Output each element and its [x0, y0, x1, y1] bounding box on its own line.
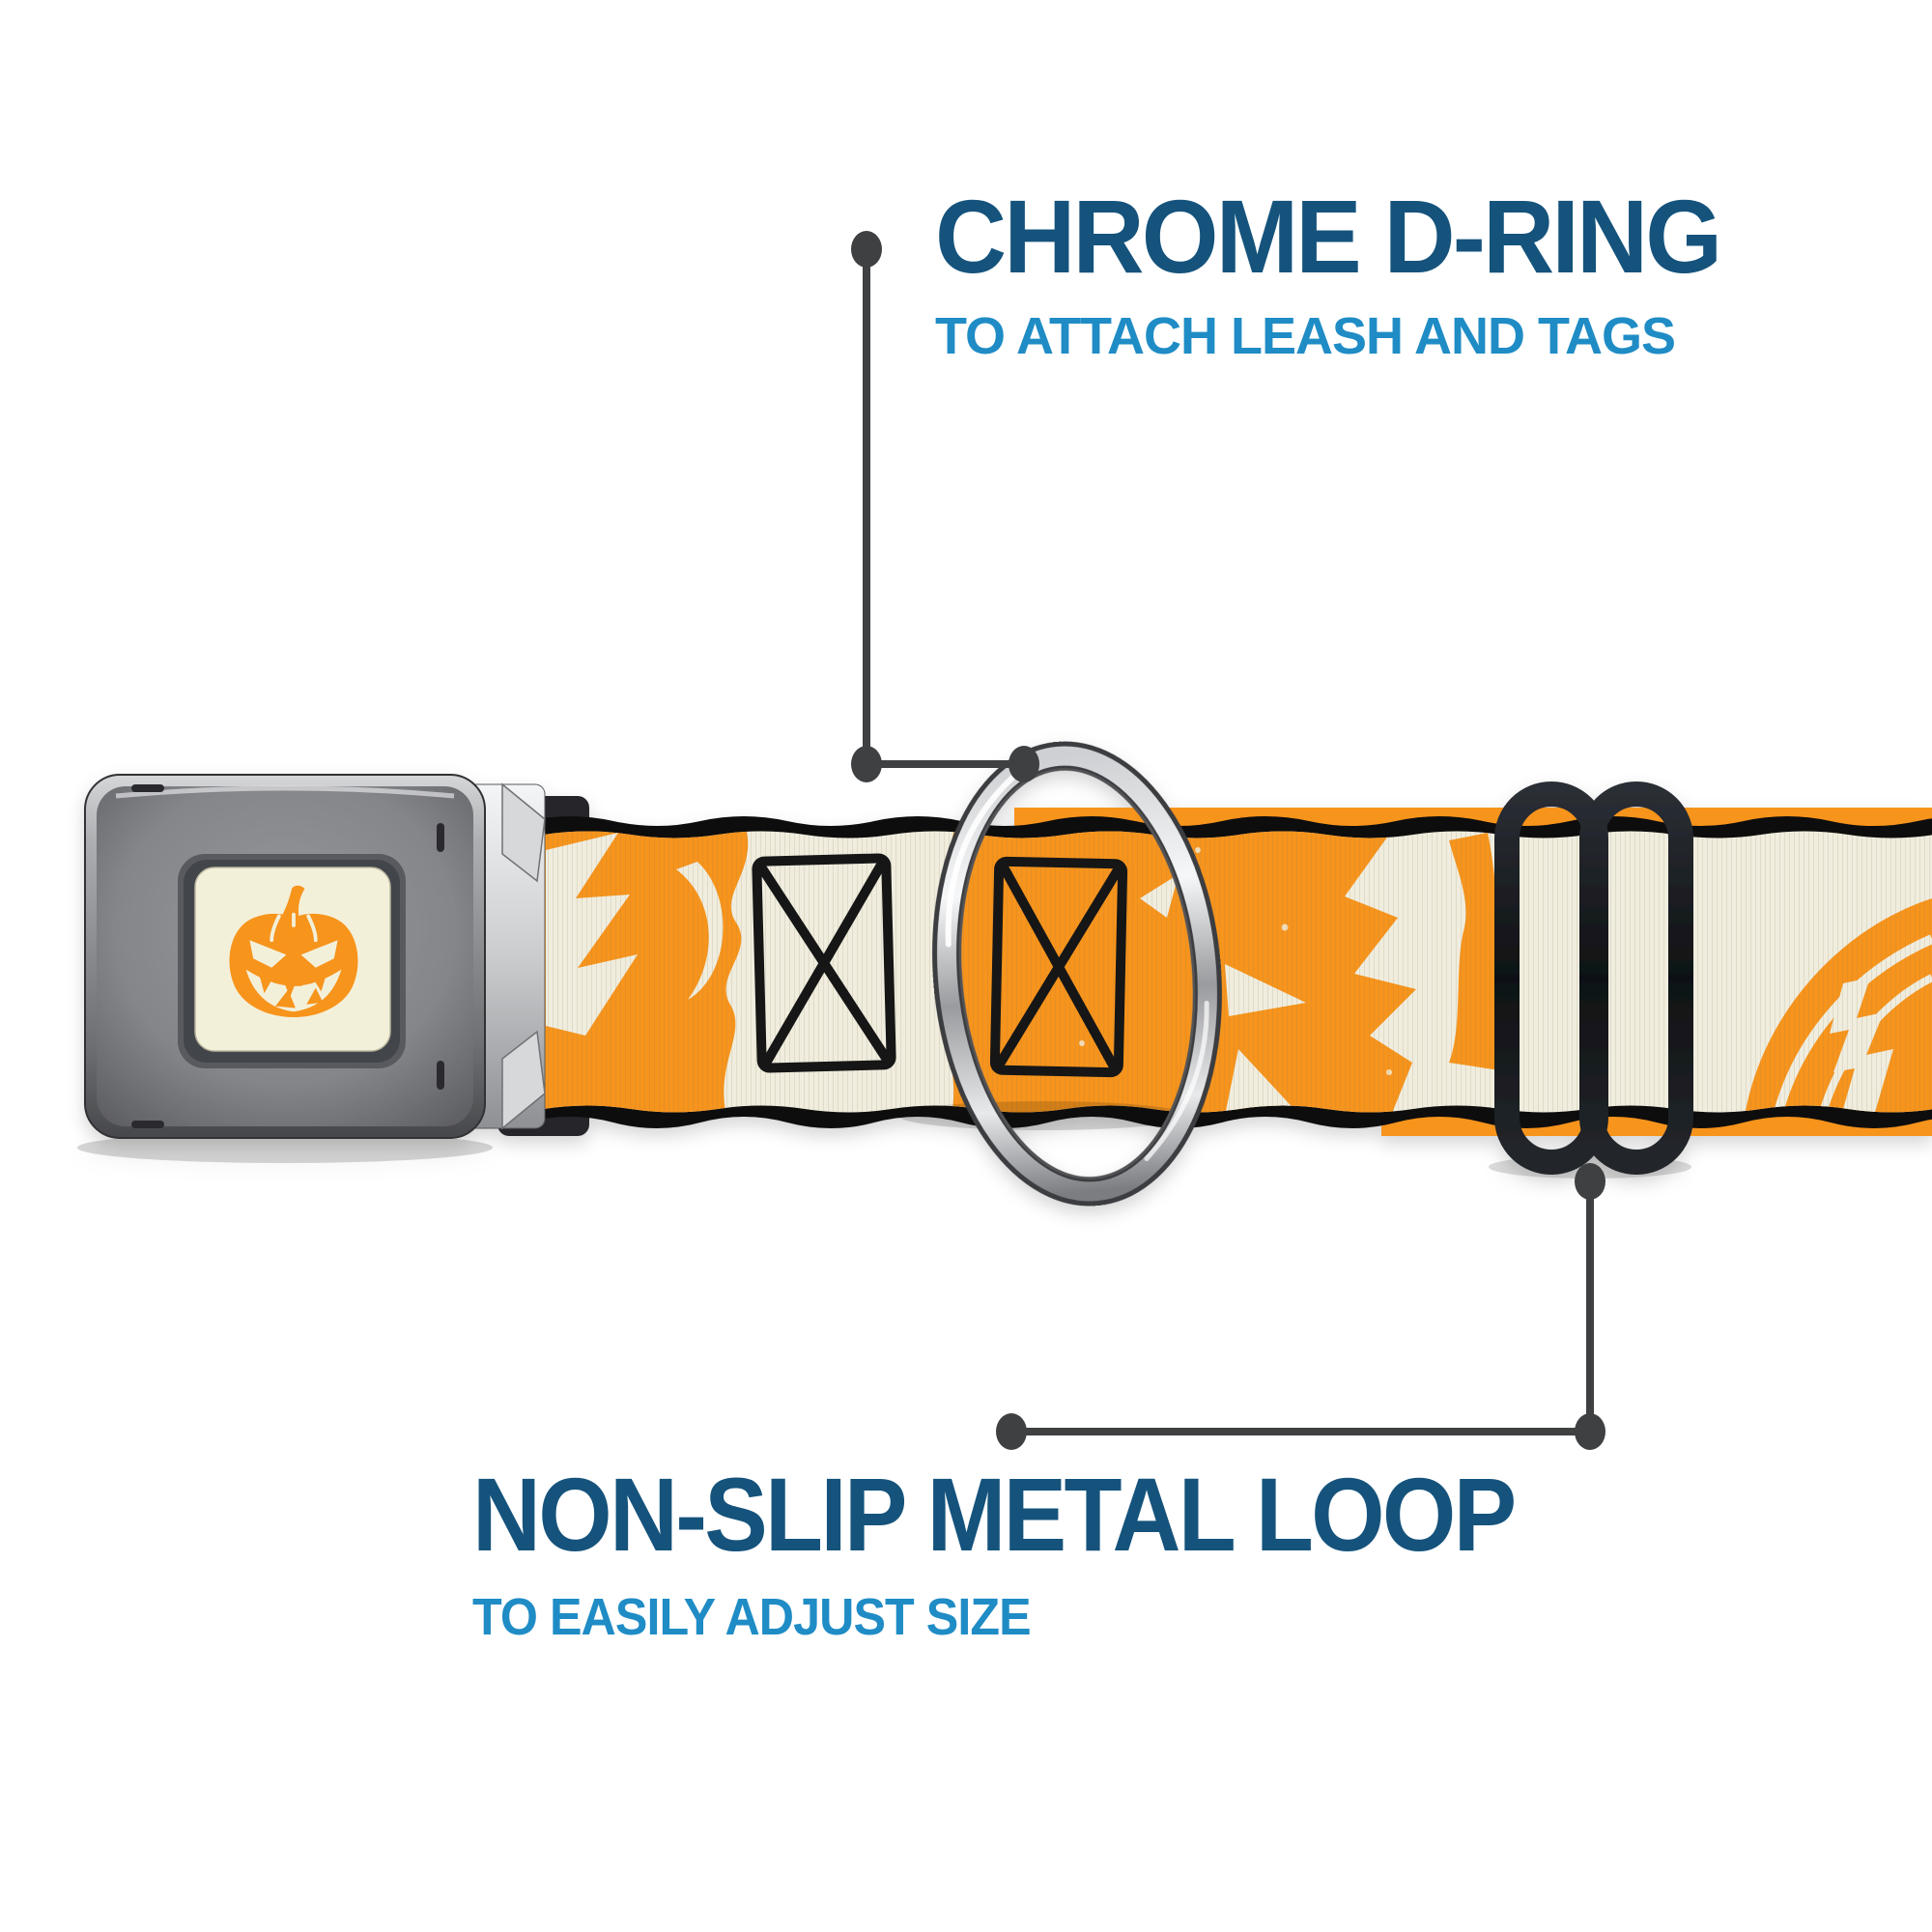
- d-ring-shadow: [898, 1101, 1188, 1130]
- top-callout-subtitle: TO ATTACH LEASH AND TAGS: [935, 307, 1676, 365]
- buckle-shadow: [77, 1132, 493, 1163]
- buckle-hinge-hook-bottom: [501, 1030, 546, 1130]
- callout-line-bottom: [996, 1163, 1605, 1450]
- buckle-top-sheen: [115, 785, 455, 799]
- seatbelt-buckle: [77, 774, 546, 1163]
- buckle-slit: [437, 823, 444, 852]
- jack-o-lantern-pumpkin-icon: [229, 885, 358, 1017]
- top-callout-title: CHROME D-RING: [935, 178, 1722, 295]
- bottom-callout-subtitle: TO EASILY ADJUST SIZE: [472, 1588, 1032, 1646]
- strap-pumpkin-pattern: [544, 831, 1932, 1113]
- stitch-x-box: [752, 853, 1128, 1078]
- callout-lines: [851, 231, 1605, 1450]
- buckle-slit: [131, 784, 164, 792]
- bottom-callout-title: NON-SLIP METAL LOOP: [472, 1456, 1517, 1573]
- callout-line-top: [851, 231, 1039, 782]
- buckle-hinge-hook-top: [501, 782, 546, 883]
- dog-collar: [77, 741, 1932, 1207]
- buckle-slit: [131, 1121, 164, 1128]
- metal-loop-slider: [1494, 781, 1693, 1175]
- buckle-slit: [437, 1061, 444, 1090]
- chrome-d-ring: [932, 741, 1222, 1207]
